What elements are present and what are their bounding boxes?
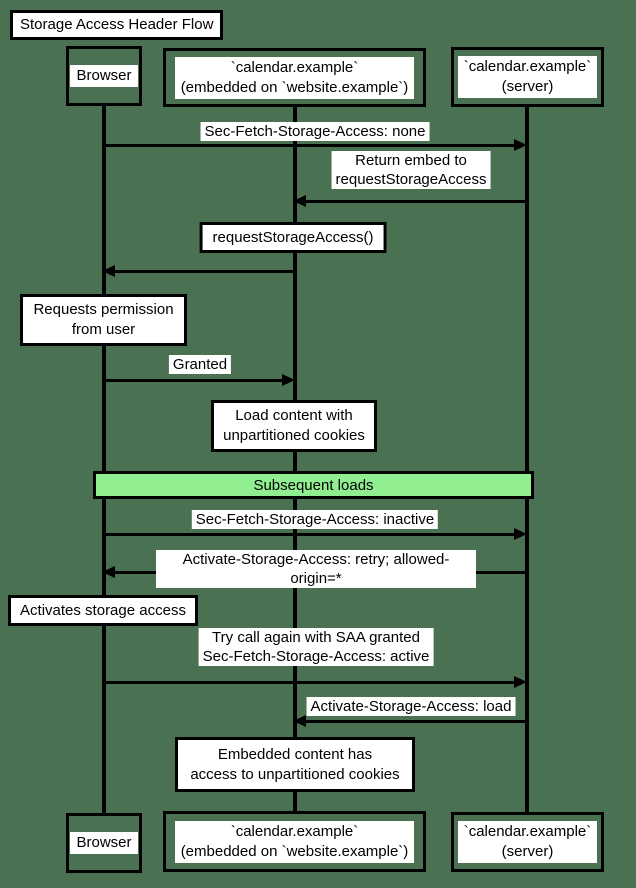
participant-bottom-server: `calendar.example` (server) [451,812,604,872]
participant-label: `calendar.example` (server) [457,821,598,863]
note-requests-permission: Requests permission from user [20,294,187,346]
participant-top-embedded: `calendar.example` (embedded on `website… [163,48,426,107]
participant-top-browser: Browser [66,46,142,106]
participant-label: `calendar.example` (server) [457,56,598,98]
arrowhead-left-icon [293,195,306,207]
message-arrow [104,139,527,151]
note-activates-storage-access: Activates storage access [8,595,198,626]
arrowhead-left-icon [102,265,115,277]
participant-bottom-browser: Browser [66,813,142,873]
message-label: Try call again with SAA granted Sec-Fetc… [198,628,434,666]
lifeline-browser [102,104,106,815]
note-embedded-access: Embedded content has access to unpartiti… [175,737,415,792]
message-label: Granted [168,355,232,374]
message-arrow [104,528,527,540]
arrowhead-right-icon [514,676,527,688]
participant-label: Browser [70,832,138,854]
message-label: Return embed to requestStorageAccess [331,151,491,189]
arrowhead-right-icon [282,374,295,386]
message-label: Activate-Storage-Access: retry; allowed-… [156,550,476,588]
diagram-title: Storage Access Header Flow [10,10,224,40]
arrowhead-left-icon [293,715,306,727]
message-arrow [293,195,527,207]
arrowhead-left-icon [102,566,115,578]
message-arrow [104,676,527,688]
participant-bottom-embedded: `calendar.example` (embedded on `website… [163,811,426,872]
note-load-content: Load content with unpartitioned cookies [211,400,377,452]
message-label: Sec-Fetch-Storage-Access: inactive [191,510,439,529]
message-arrow [293,715,527,727]
participant-label: `calendar.example` (embedded on `website… [174,820,415,863]
loop-band-subsequent-loads: Subsequent loads [93,471,534,499]
message-label: requestStorageAccess() [199,222,387,253]
message-label: Sec-Fetch-Storage-Access: none [200,122,430,141]
lifeline-embedded [293,105,297,813]
arrowhead-right-icon [514,139,527,151]
arrowhead-right-icon [514,528,527,540]
message-label: Activate-Storage-Access: load [306,697,516,716]
participant-label: Browser [70,65,138,87]
message-arrow [104,374,295,386]
participant-top-server: `calendar.example` (server) [451,47,604,107]
message-arrow [102,265,295,277]
participant-label: `calendar.example` (embedded on `website… [174,56,415,99]
lifeline-server [525,105,529,814]
